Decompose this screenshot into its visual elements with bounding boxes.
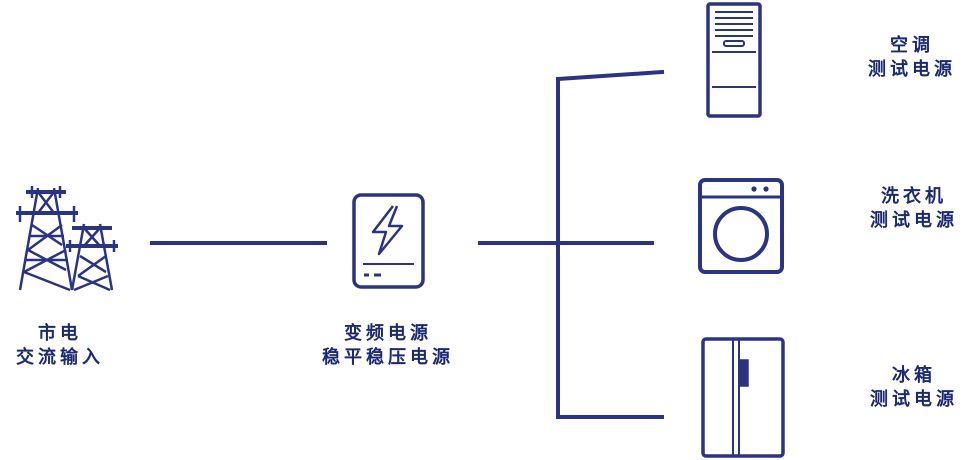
ac-test-power-label: 空调 测试电源: [852, 34, 972, 82]
fridge-label-line1: 冰箱: [892, 365, 936, 386]
ac-label-line2: 测试电源: [868, 59, 956, 80]
washer-label-line2: 测试电源: [870, 210, 958, 231]
washer-label-line1: 洗衣机: [881, 186, 947, 207]
grid-input-label: 市电 交流输入: [4, 322, 116, 370]
power-supply-icon: [352, 193, 425, 289]
bus-to-ac-connector: [555, 69, 665, 82]
ac-label-line1: 空调: [890, 35, 934, 56]
power-tower-icon: [16, 186, 118, 292]
power-supply-label: 变频电源 稳平稳压电源: [300, 322, 476, 370]
fridge-label-line2: 测试电源: [870, 389, 958, 410]
supply-label-line1: 变频电源: [344, 323, 432, 344]
grid-label-line1: 市电: [38, 323, 82, 344]
grid-label-line2: 交流输入: [16, 347, 104, 368]
washer-test-power-label: 洗衣机 测试电源: [856, 185, 972, 233]
supply-label-line2: 稳平稳压电源: [322, 347, 454, 368]
air-conditioner-icon: [706, 2, 762, 118]
fridge-test-power-label: 冰箱 测试电源: [856, 364, 972, 412]
connectors: [150, 69, 665, 419]
washing-machine-icon: [698, 178, 784, 274]
refrigerator-icon: [701, 337, 785, 458]
